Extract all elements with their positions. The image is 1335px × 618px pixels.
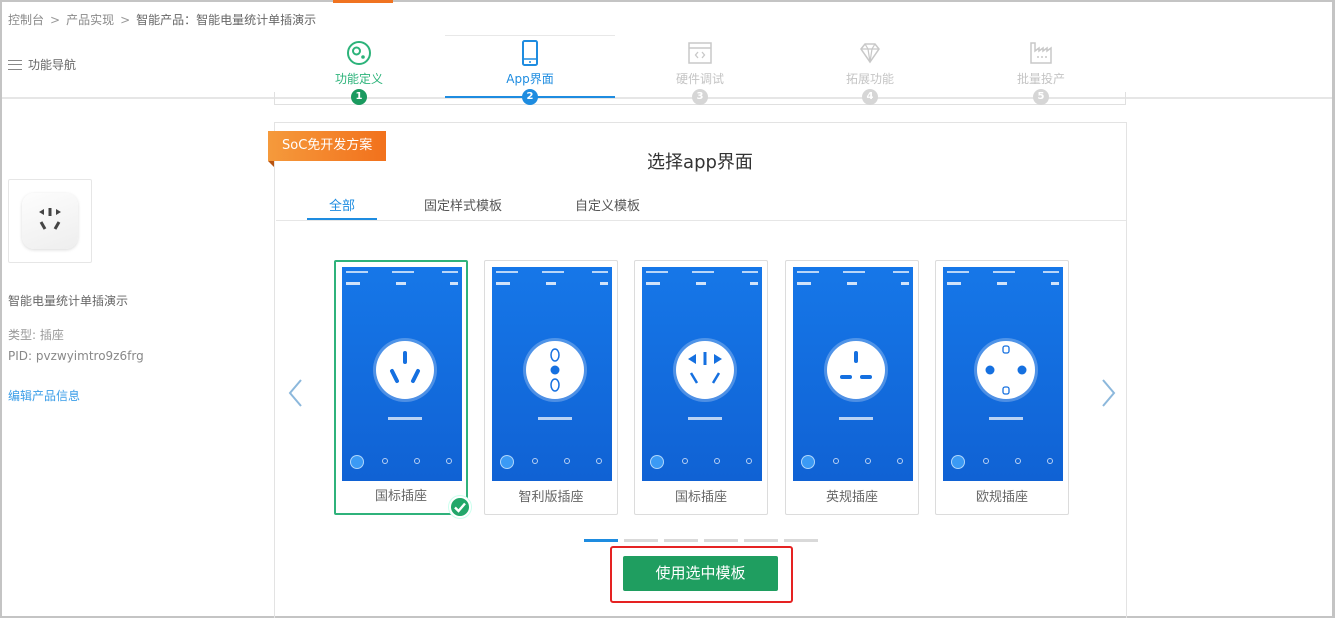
step-number: 5 [1033,89,1049,105]
tab-fixed-templates[interactable]: 固定样式模板 [424,199,503,214]
product-name: 智能电量统计单插演示 [8,294,129,308]
edit-product-link[interactable]: 编辑产品信息 [8,389,81,403]
app-nav-bar [797,281,909,287]
pager-dot[interactable] [664,539,698,542]
pager-dot[interactable] [704,539,738,542]
pager-dot[interactable] [744,539,778,542]
app-nav-bar [947,281,1059,287]
tab-custom-templates[interactable]: 自定义模板 [575,199,641,214]
breadcrumb: 控制台 > 产品实现 > 智能产品：智能电量统计单插演示 [8,11,316,28]
step-app-interface[interactable]: App界面 2 [470,40,590,105]
use-selected-template-button[interactable]: 使用选中模板 [623,556,778,591]
carousel-prev-arrow-icon[interactable] [286,376,306,410]
template-preview [793,267,913,481]
preview-caption [388,417,422,420]
template-preview [492,267,612,481]
template-card[interactable]: 英规插座 [785,260,919,515]
diamond-icon [860,43,880,64]
plug-icon [22,193,78,249]
step-label: 批量投产 [1016,72,1065,86]
preview-caption [538,417,572,420]
template-preview [943,267,1063,481]
socket-dial-icon [827,341,885,399]
step-hardware-debug[interactable]: 硬件调试 3 [640,40,760,105]
template-name: 智利版插座 [518,490,584,505]
template-tabs [276,192,1126,221]
socket-dial-icon [376,341,434,399]
status-bar [346,270,458,275]
template-card[interactable]: 智利版插座 [484,260,618,515]
template-name: 国标插座 [374,489,427,504]
step-mass-production[interactable]: 批量投产 5 [981,40,1101,105]
carousel-pager [584,539,818,542]
active-tab-indicator [307,218,377,220]
step-number: 2 [522,89,538,105]
pager-dot[interactable] [624,539,658,542]
socket-dial-icon [526,341,584,399]
template-preview [642,267,762,481]
preview-bottom-bar [793,455,913,475]
hamburger-icon [8,59,22,70]
template-name: 国标插座 [674,490,727,505]
socket-dial-icon [676,341,734,399]
step-number: 1 [351,89,367,105]
preview-bottom-bar [642,455,762,475]
highlight-annotation [610,546,793,603]
step-label: 功能定义 [334,72,383,86]
soc-badge: SoC免开发方案 [268,131,387,161]
function-nav-label: 功能导航 [28,58,77,72]
selected-check-icon [449,496,471,518]
step-number: 4 [862,89,878,105]
factory-icon [1030,42,1052,64]
template-card[interactable]: 国标插座 [334,260,468,515]
template-card[interactable]: 欧规插座 [935,260,1069,515]
app-nav-bar [346,281,458,287]
template-name: 欧规插座 [975,490,1028,505]
active-step-top-line [445,35,615,36]
badge-fold [268,161,274,167]
status-bar [496,270,608,275]
carousel-next-arrow-icon[interactable] [1098,376,1118,410]
panel-title: 选择app界面 [647,152,753,173]
preview-bottom-bar [943,455,1063,475]
preview-bottom-bar [342,455,462,475]
gear-circle-icon [347,41,371,65]
code-window-icon [688,42,712,64]
breadcrumb-current: 智能产品：智能电量统计单插演示 [136,13,317,27]
phone-icon [522,40,538,66]
app-nav-bar [646,281,758,287]
step-label: 硬件调试 [675,72,724,86]
top-accent-bar [333,0,393,3]
step-label: App界面 [506,72,554,86]
preview-caption [989,417,1023,420]
function-nav-toggle[interactable]: 功能导航 [8,56,76,73]
preview-bottom-bar [492,455,612,475]
step-number: 3 [692,89,708,105]
breadcrumb-separator: > [50,12,61,27]
template-name: 英规插座 [825,490,878,505]
socket-dial-icon [977,341,1035,399]
breadcrumb-console[interactable]: 控制台 [8,13,45,27]
status-bar [797,270,909,275]
preview-caption [839,417,873,420]
product-type: 类型: 插座 [8,328,64,342]
header-divider [2,97,1332,99]
product-pid: PID: pvzwyimtro9z6frg [8,349,144,363]
step-extend-features[interactable]: 拓展功能 4 [810,40,930,105]
status-bar [646,270,758,275]
template-panel [274,122,1127,618]
pager-dot[interactable] [584,539,618,542]
status-bar [947,270,1059,275]
product-image [8,179,92,263]
preview-caption [688,417,722,420]
breadcrumb-separator: > [120,12,131,27]
step-label: 拓展功能 [845,72,894,86]
tab-all[interactable]: 全部 [329,199,356,214]
template-preview [342,267,462,481]
step-function-definition[interactable]: 功能定义 1 [299,40,419,105]
pager-dot[interactable] [784,539,818,542]
breadcrumb-product-impl[interactable]: 产品实现 [66,13,115,27]
app-nav-bar [496,281,608,287]
template-card[interactable]: 国标插座 [634,260,768,515]
